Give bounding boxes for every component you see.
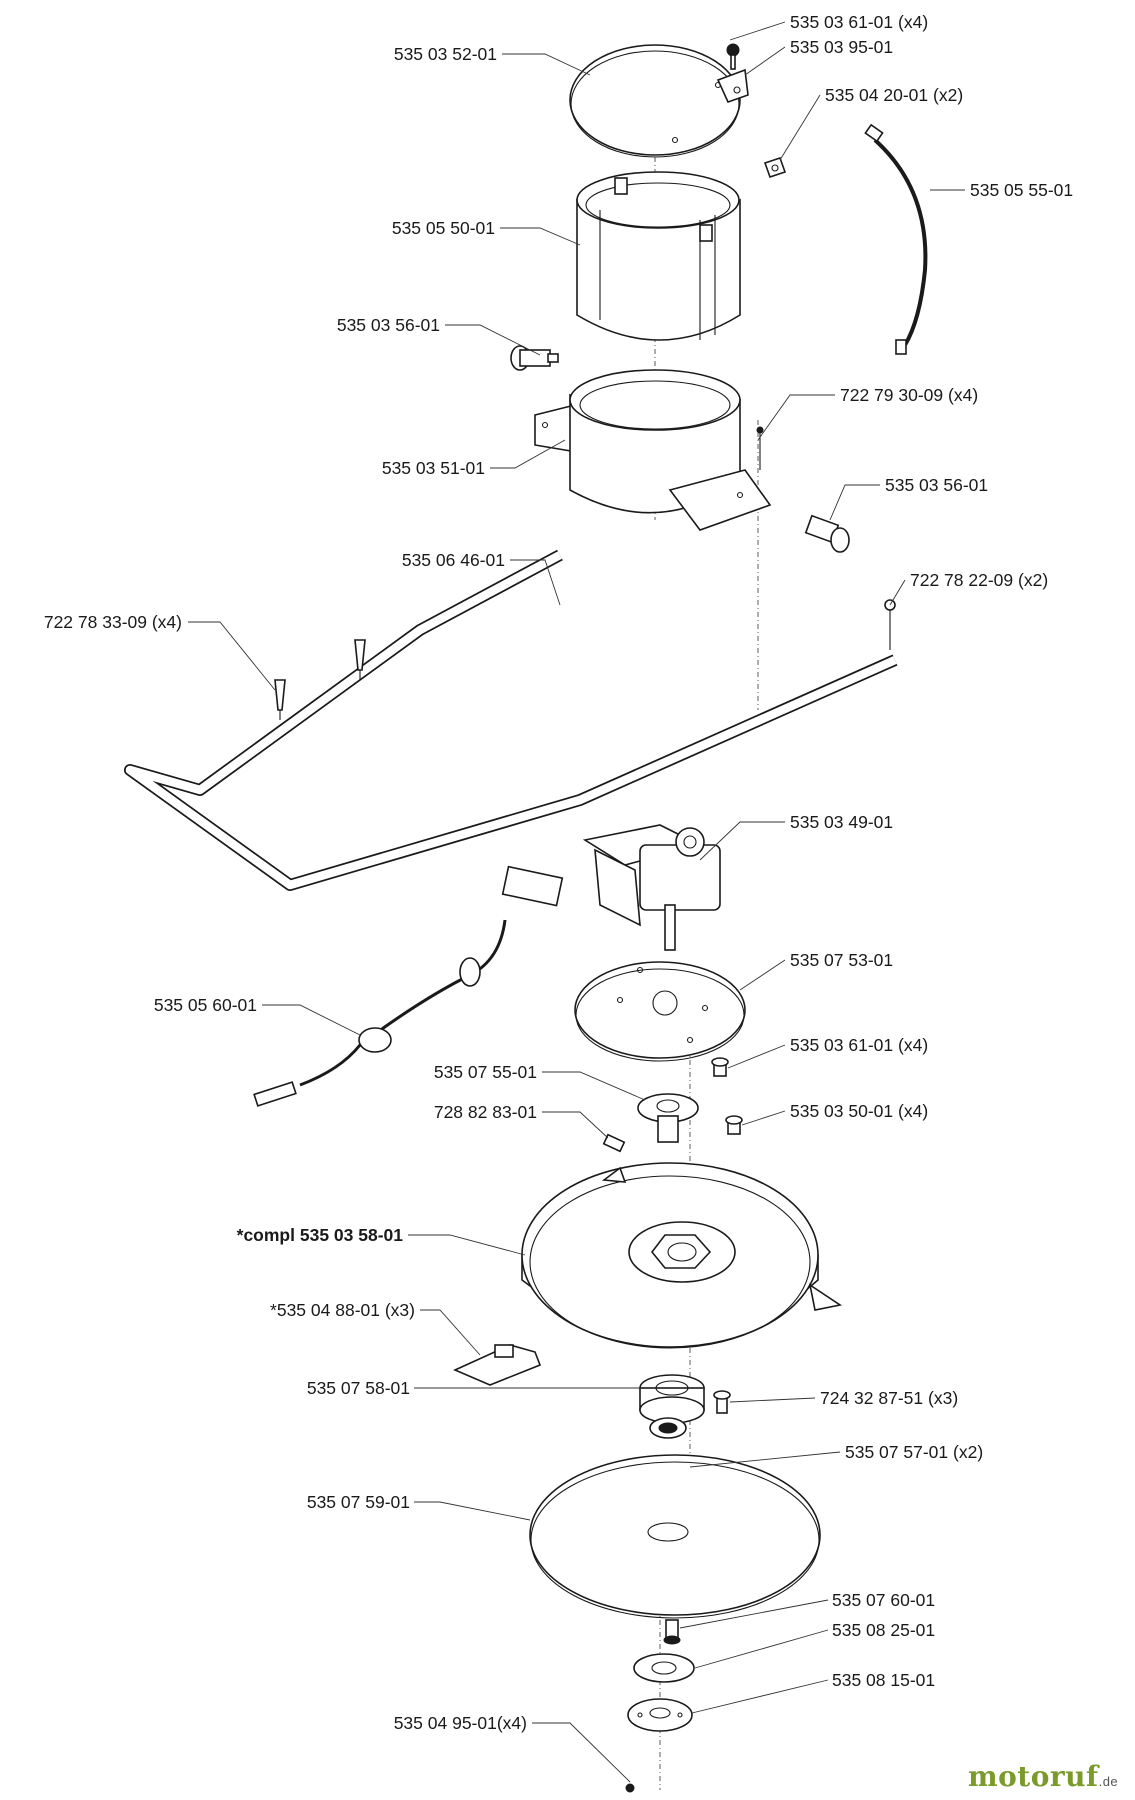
part-label-535-03-61-01-top: 535 03 61-01 (x4): [790, 12, 929, 32]
knob-right-part: [804, 514, 850, 553]
screw-top-part: [726, 43, 740, 70]
part-label-535-08-25-01: 535 08 25-01: [832, 1620, 936, 1640]
part-label-535-05-55-01: 535 05 55-01: [970, 180, 1074, 200]
part-label-535-04-20-01: 535 04 20-01 (x2): [825, 85, 964, 105]
part-label-722-78-22-09: 722 78 22-09 (x2): [910, 570, 1049, 590]
washer-part: [633, 1653, 695, 1683]
part-label-535-03-50-01: 535 03 50-01 (x4): [790, 1101, 929, 1121]
part-label-535-07-53-01: 535 07 53-01: [790, 950, 894, 970]
brand-logo: motoruf.de: [968, 1760, 1118, 1793]
part-label-535-07-57-01: 535 07 57-01 (x2): [845, 1442, 984, 1462]
part-label-722-79-30-09: 722 79 30-09 (x4): [840, 385, 979, 405]
part-label-535-07-60-01: 535 07 60-01: [832, 1590, 936, 1610]
part-label-535-03-56-01-left: 535 03 56-01: [336, 315, 440, 335]
bearing-housing-part: [639, 1374, 705, 1424]
brand-tld: .de: [1098, 1774, 1119, 1789]
screws-mid-part: [711, 1057, 743, 1135]
rail-bolts-part: [274, 599, 896, 720]
set-screw-part: [602, 1133, 626, 1153]
leader-lines: [188, 21, 965, 1783]
part-label-535-05-60-01: 535 05 60-01: [153, 995, 257, 1015]
part-label-535-03-51-01: 535 03 51-01: [381, 458, 485, 478]
cable-part: [864, 123, 928, 355]
part-label-535-04-88-01: *535 04 88-01 (x3): [270, 1300, 415, 1320]
part-label-724-32-87-51: 724 32 87-51 (x3): [820, 1388, 959, 1408]
part-label-535-03-95-01: 535 03 95-01: [790, 37, 894, 57]
small-blade-part: [453, 1344, 542, 1386]
screw-lower-part: [713, 1390, 731, 1414]
part-label-535-03-52-01: 535 03 52-01: [393, 44, 497, 64]
square-nut-part: [763, 156, 787, 179]
wire-harness-part: [253, 865, 564, 1107]
upper-housing-part: [576, 171, 741, 341]
small-screw-part: [625, 1783, 635, 1793]
part-label-535-07-58-01: 535 07 58-01: [306, 1378, 410, 1398]
brand-name: motoruf: [968, 1760, 1099, 1793]
part-label-535-04-95-01: 535 04 95-01(x4): [393, 1713, 527, 1733]
frame-rail-part: [124, 549, 898, 891]
guard-disc-part: [529, 1454, 821, 1619]
part-label-535-03-49-01: 535 03 49-01: [790, 812, 894, 832]
hub-part: [637, 1093, 699, 1143]
top-cover-part: [569, 44, 749, 158]
cap-part: [627, 1698, 693, 1732]
part-label-535-03-56-01-right: 535 03 56-01: [885, 475, 989, 495]
motor-part: [582, 824, 721, 951]
part-label-535-03-61-01-mid: 535 03 61-01 (x4): [790, 1035, 929, 1055]
part-label-535-07-59-01: 535 07 59-01: [306, 1492, 410, 1512]
part-label-535-05-50-01: 535 05 50-01: [391, 218, 495, 238]
part-label-535-06-46-01: 535 06 46-01: [401, 550, 505, 570]
part-label-722-78-33-09: 722 78 33-09 (x4): [43, 612, 182, 632]
blade-disc-part: [521, 1162, 843, 1349]
part-label-728-82-83-01: 728 82 83-01: [433, 1102, 537, 1122]
part-label-535-07-55-01: 535 07 55-01: [433, 1062, 537, 1082]
bolt-lower-part: [663, 1619, 681, 1645]
mount-plate-part: [574, 961, 746, 1062]
knob-left-part: [510, 345, 559, 371]
part-label-535-08-15-01: 535 08 15-01: [832, 1670, 936, 1690]
lower-housing-part: [534, 369, 772, 531]
part-label-compl-535-03-58-01: *compl 535 03 58-01: [236, 1225, 403, 1245]
